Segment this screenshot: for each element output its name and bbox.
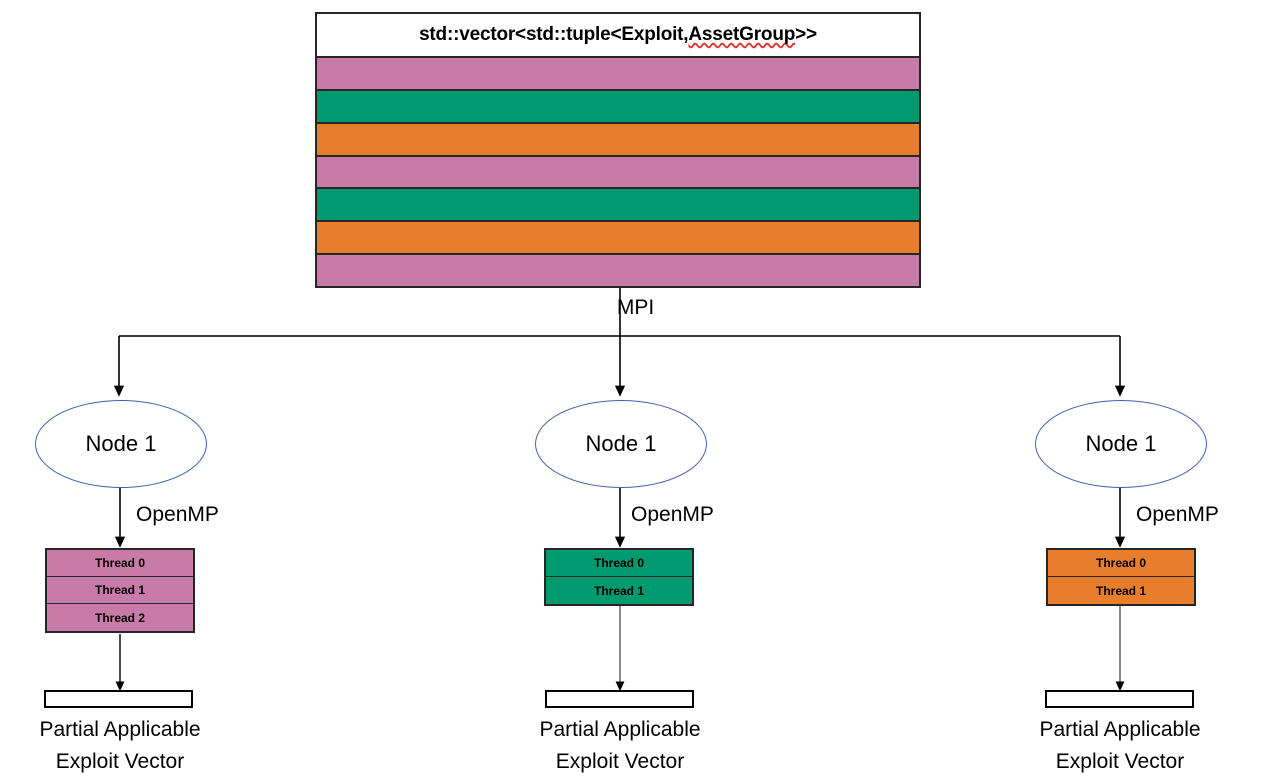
thread-cell: Thread 0 (47, 550, 193, 577)
caption-line-2: Exploit Vector (55, 750, 185, 773)
caption-line-2: Exploit Vector (555, 750, 685, 773)
openmp-label-3: OpenMP (1136, 503, 1219, 526)
vector-row (317, 58, 919, 91)
vector-row (317, 90, 919, 124)
partial-output-caption-2: Partial Applicable Exploit Vector (490, 714, 750, 778)
node-ellipse-1[interactable]: Node 1 (35, 400, 207, 488)
thread-cell: Thread 1 (546, 577, 692, 604)
vector-row (317, 222, 919, 256)
exploit-vector-block: std::vector<std::tuple<Exploit, AssetGro… (315, 12, 921, 288)
thread-cell: Thread 1 (47, 577, 193, 604)
thread-stack-2: Thread 0 Thread 1 (544, 548, 694, 606)
node-label: Node 1 (1085, 431, 1157, 456)
vector-row (317, 123, 919, 157)
partial-output-box-2 (545, 690, 694, 708)
thread-cell: Thread 0 (1048, 550, 1194, 577)
thread-cell: Thread 2 (47, 604, 193, 631)
thread-cell: Thread 0 (546, 550, 692, 577)
partial-output-box-3 (1045, 690, 1194, 708)
node-ellipse-3[interactable]: Node 1 (1035, 400, 1207, 488)
thread-stack-3: Thread 0 Thread 1 (1046, 548, 1196, 606)
node-label: Node 1 (85, 431, 157, 456)
vector-row-list (317, 58, 919, 287)
node-label: Node 1 (585, 431, 657, 456)
openmp-label-1: OpenMP (136, 503, 219, 526)
vector-type-title: std::vector<std::tuple<Exploit, AssetGro… (317, 14, 919, 58)
result-wires (115, 606, 1125, 692)
vector-row (317, 156, 919, 190)
caption-line-2: Exploit Vector (1055, 750, 1185, 773)
node-ellipse-2[interactable]: Node 1 (535, 400, 707, 488)
partial-output-box-1 (44, 690, 193, 708)
vector-row (317, 255, 919, 287)
partial-output-caption-1: Partial Applicable Exploit Vector (0, 714, 250, 778)
vector-title-flagged-word: AssetGroup (688, 24, 796, 45)
thread-cell: Thread 1 (1048, 577, 1194, 604)
openmp-wires (114, 487, 1126, 548)
caption-line-1: Partial Applicable (39, 718, 201, 741)
mpi-distribution-label: MPI (616, 296, 655, 319)
vector-title-prefix: std::vector<std::tuple<Exploit, (419, 24, 689, 45)
thread-stack-1: Thread 0 Thread 1 Thread 2 (45, 548, 195, 633)
vector-row (317, 189, 919, 223)
openmp-label-2: OpenMP (631, 503, 714, 526)
partial-output-caption-3: Partial Applicable Exploit Vector (990, 714, 1250, 778)
vector-title-suffix: >> (795, 24, 817, 45)
caption-line-1: Partial Applicable (539, 718, 701, 741)
caption-line-1: Partial Applicable (1039, 718, 1201, 741)
